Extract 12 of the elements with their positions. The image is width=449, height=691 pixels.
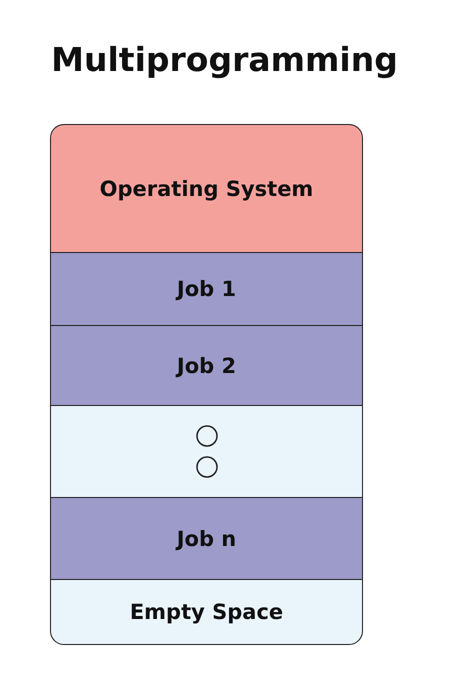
diagram-title: Multiprogramming: [50, 40, 399, 79]
band-label: Empty Space: [130, 600, 284, 624]
band-label: Job 2: [176, 354, 236, 378]
memory-band: [50, 325, 363, 406]
memory-gap-band: [50, 405, 363, 498]
memory-band: [50, 497, 363, 580]
memory-band: [50, 579, 363, 645]
memory-band: [50, 124, 363, 253]
band-label: Operating System: [100, 176, 314, 200]
memory-band: [50, 252, 363, 326]
band-label: Job n: [176, 526, 236, 550]
band-label: Job 1: [176, 277, 236, 301]
